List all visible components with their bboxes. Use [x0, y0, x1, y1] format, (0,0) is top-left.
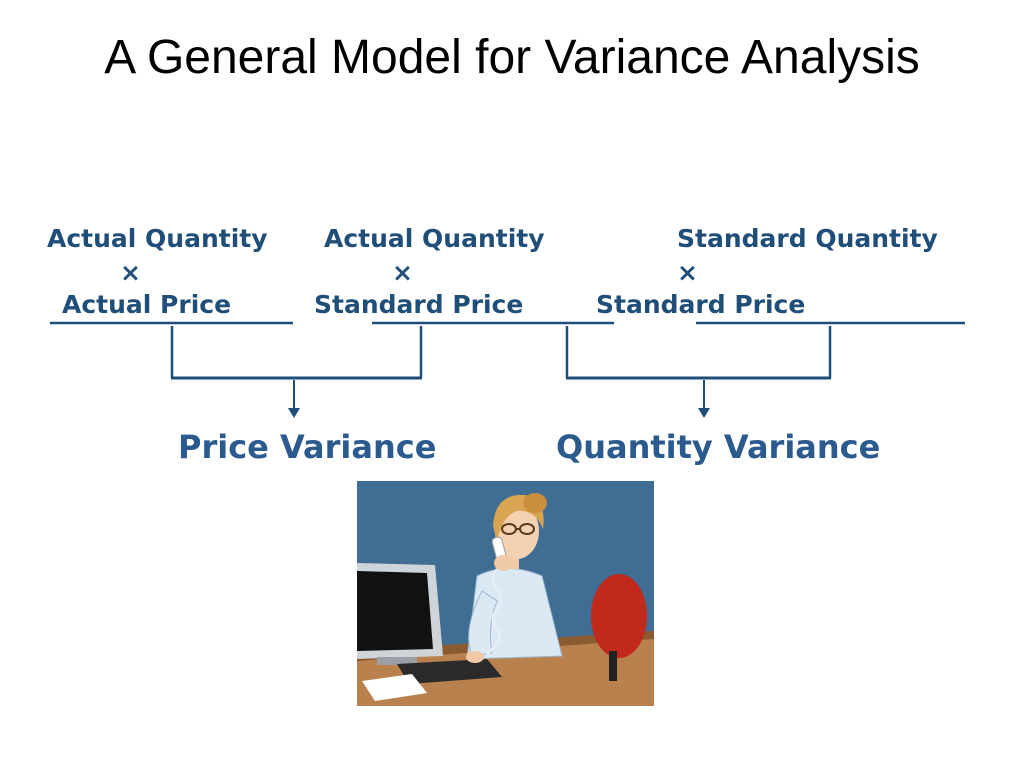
- glasses: [501, 523, 535, 535]
- col3-operator: ×: [677, 258, 698, 287]
- chair-back: [591, 574, 647, 658]
- col2-quantity: Actual Quantity: [324, 224, 545, 253]
- quantity-arrow-head: [698, 408, 710, 418]
- phone-cord: [486, 568, 503, 655]
- paper: [362, 674, 427, 701]
- monitor-stand: [377, 657, 417, 665]
- keyboard: [397, 659, 502, 684]
- col2-operator: ×: [392, 258, 413, 287]
- price-variance-label: Price Variance: [178, 428, 437, 466]
- col3-price: Standard Price: [596, 290, 806, 319]
- chair-post: [609, 651, 617, 681]
- quantity-variance-label: Quantity Variance: [556, 428, 881, 466]
- phone-hand: [494, 555, 512, 571]
- woman-hand: [466, 651, 484, 663]
- office-worker-illustration: [357, 481, 654, 706]
- monitor-screen: [357, 571, 433, 651]
- col1-price: Actual Price: [62, 290, 232, 319]
- price-arrow-head: [288, 408, 300, 418]
- col3-quantity: Standard Quantity: [677, 224, 938, 253]
- woman-hair-bun: [523, 493, 547, 513]
- col2-price: Standard Price: [314, 290, 524, 319]
- col1-operator: ×: [120, 258, 141, 287]
- col1-quantity: Actual Quantity: [47, 224, 268, 253]
- slide-title: A General Model for Variance Analysis: [104, 31, 920, 84]
